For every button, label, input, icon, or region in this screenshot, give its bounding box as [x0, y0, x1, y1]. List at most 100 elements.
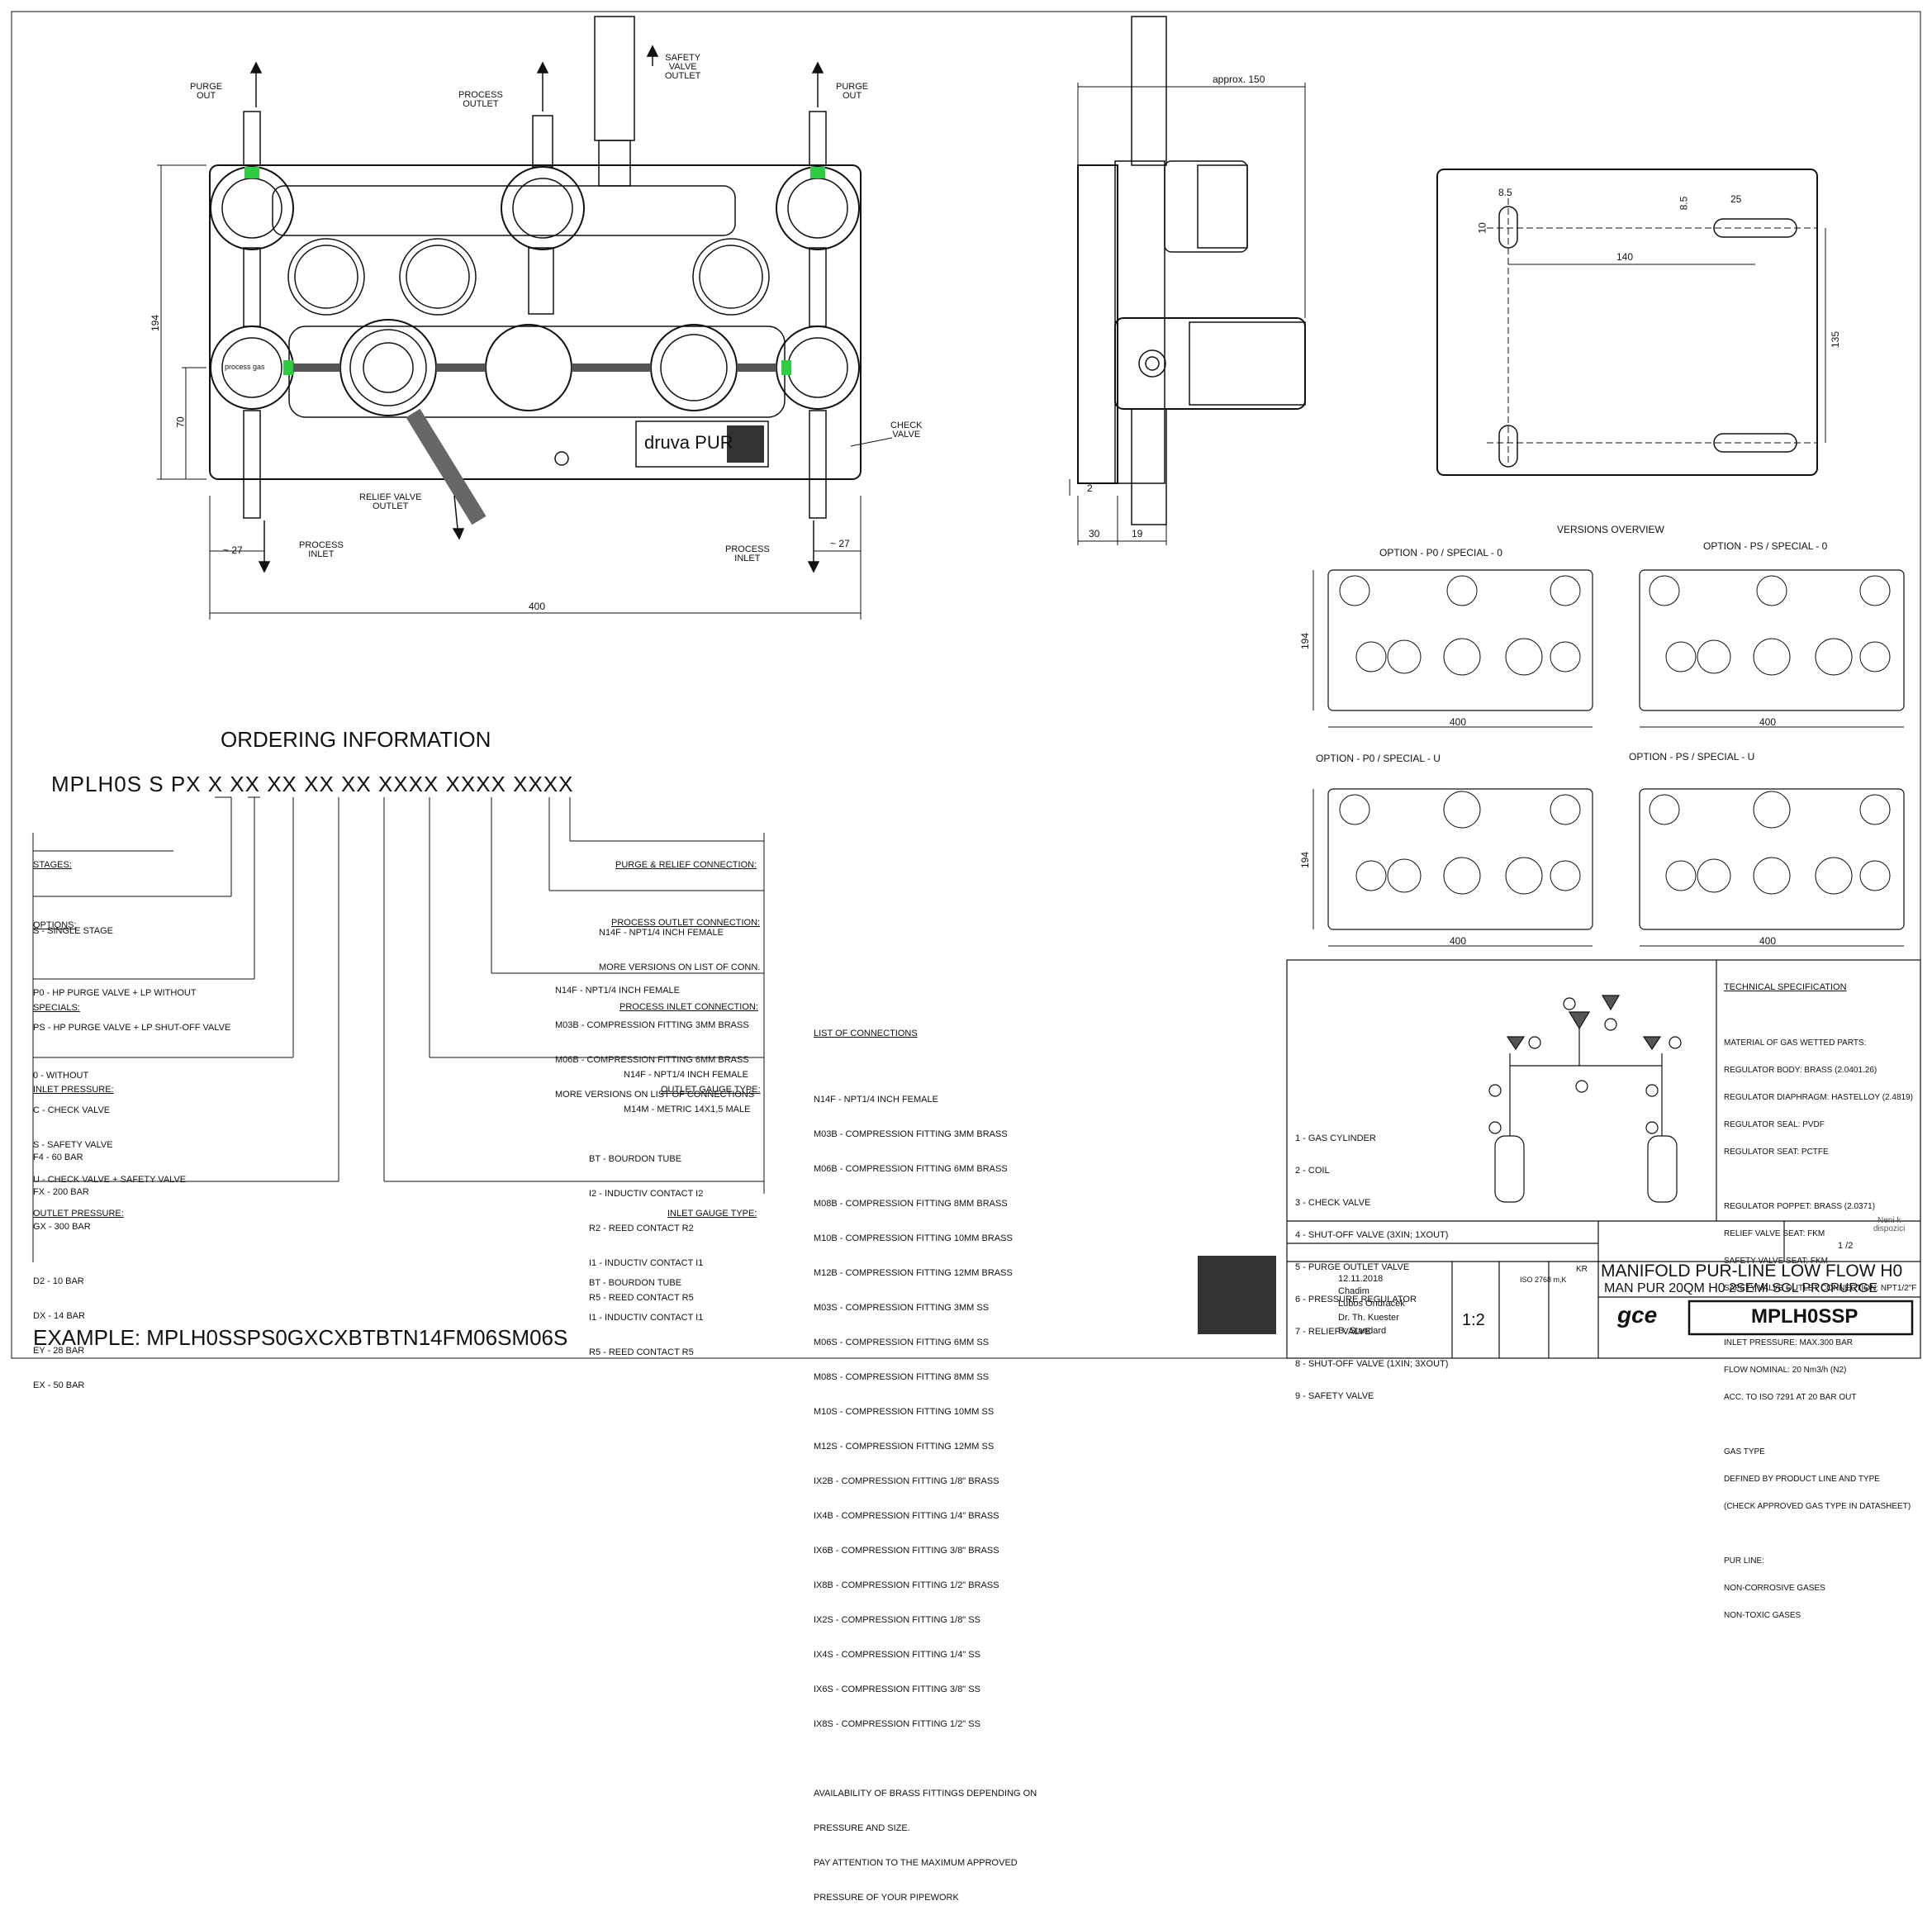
- stages-item: S - SINGLE STAGE: [33, 926, 113, 936]
- connection-item: IX8S - COMPRESSION FITTING 1/2" SS: [814, 1719, 980, 1729]
- tech-spec-line: (CHECK APPROVED GAS TYPE IN DATASHEET): [1724, 1502, 1911, 1511]
- tech-spec-line: ACC. TO ISO 7291 AT 20 BAR OUT: [1724, 1393, 1857, 1402]
- version-option-4: OPTION - PS / SPECIAL - U: [1629, 751, 1755, 763]
- tb-scale: 1:2: [1462, 1311, 1485, 1329]
- inlet-pressure-item: FX - 200 BAR: [33, 1187, 89, 1197]
- dim-25: 25: [1730, 193, 1742, 205]
- options-item: PS - HP PURGE VALVE + LP SHUT-OFF VALVE: [33, 1023, 231, 1033]
- outlet-gauge-item: I1 - INDUCTIV CONTACT I1: [589, 1258, 704, 1268]
- inlet-pressure-item: GX - 300 BAR: [33, 1222, 91, 1232]
- tech-spec-line: REGULATOR SEAT: PCTFE: [1724, 1148, 1829, 1157]
- process-inlet-item: N14F - NPT1/4 INCH FEMALE: [624, 1070, 748, 1080]
- outlet-gauge-block: OUTLET GAUGE TYPE: BT - BOURDON TUBE I2 …: [589, 1061, 761, 1315]
- inlet-pressure-item: F4 - 60 BAR: [33, 1152, 83, 1162]
- process-outlet-item: N14F - NPT1/4 INCH FEMALE: [555, 986, 680, 996]
- connection-item: M10B - COMPRESSION FITTING 10MM BRASS: [814, 1233, 1013, 1243]
- version-option-3: OPTION - P0 / SPECIAL - U: [1316, 753, 1441, 764]
- connection-item: IX4S - COMPRESSION FITTING 1/4" SS: [814, 1650, 980, 1660]
- process-outlet-item: M06B - COMPRESSION FITTING 6MM BRASS: [555, 1055, 749, 1065]
- qr-code-icon: [727, 425, 764, 463]
- flow-arrows: [249, 45, 824, 573]
- dim-height-194: 194: [150, 314, 162, 332]
- brand-plate-text: druva PUR: [644, 432, 733, 453]
- ordering-title: ORDERING INFORMATION: [221, 727, 491, 752]
- process-inlet-item: M14M - METRIC 14X1,5 MALE: [624, 1105, 751, 1114]
- tech-spec-header: TECHNICAL SPECIFICATION: [1724, 982, 1847, 992]
- pressure-gauges: [287, 238, 770, 316]
- part-number: MPLH0SSP: [1751, 1305, 1858, 1328]
- label-process-inlet-left: PROCESS INLET: [299, 540, 344, 559]
- connection-item: M08S - COMPRESSION FITTING 8MM SS: [814, 1372, 990, 1382]
- process-outlet-item: M03B - COMPRESSION FITTING 3MM BRASS: [555, 1020, 749, 1030]
- sheet-border: [11, 11, 1921, 1359]
- label-process-inlet-right: PROCESS INLET: [725, 544, 770, 563]
- dim-left-offset: ~ 27: [223, 544, 243, 556]
- connection-item: IX2B - COMPRESSION FITTING 1/8" BRASS: [814, 1476, 999, 1486]
- part-number-box: [1688, 1300, 1914, 1336]
- connection-item: IX6B - COMPRESSION FITTING 3/8" BRASS: [814, 1546, 999, 1556]
- options-item: P0 - HP PURGE VALVE + LP WITHOUT: [33, 988, 197, 998]
- tb-status: Neni k dispozici: [1873, 1216, 1906, 1233]
- process-inlet-header: PROCESS INLET CONNECTION:: [619, 1002, 758, 1012]
- filter-right: [650, 324, 738, 411]
- tech-spec-line: GAS TYPE: [1724, 1447, 1765, 1456]
- connection-note: PAY ATTENTION TO THE MAXIMUM APPROVED: [814, 1858, 1018, 1868]
- connection-item: M06S - COMPRESSION FITTING 6MM SS: [814, 1338, 990, 1347]
- dim-base-2: 2: [1087, 482, 1093, 494]
- specials-block: SPECIALS: 0 - WITHOUT C - CHECK VALVE S …: [33, 979, 186, 1197]
- dim-19: 19: [1132, 528, 1143, 539]
- label-relief-valve-outlet: RELIEF VALVE OUTLET: [359, 492, 422, 511]
- stages-header: STAGES:: [33, 860, 72, 870]
- version-option-1: OPTION - P0 / SPECIAL - 0: [1379, 547, 1502, 558]
- connection-item: IX8B - COMPRESSION FITTING 1/2" BRASS: [814, 1580, 999, 1590]
- drawing-subtitle: MAN PUR 20QM H0 2SEMI SGL PROPURGE: [1604, 1281, 1878, 1295]
- mounting-view: [1436, 169, 1826, 476]
- regulator-top-right: [776, 166, 860, 250]
- pneumatic-schematic: [1488, 995, 1682, 1203]
- version-1-width: 400: [1450, 716, 1467, 728]
- version-4-width: 400: [1759, 935, 1777, 947]
- legend-item: 9 - SAFETY VALVE: [1295, 1391, 1374, 1401]
- outlet-gauge-item: I2 - INDUCTIV CONTACT I2: [589, 1189, 704, 1199]
- connection-item: IX2S - COMPRESSION FITTING 1/8" SS: [814, 1615, 980, 1625]
- regulator-mid-right: [776, 326, 860, 410]
- legend-item: 8 - SHUT-OFF VALVE (1XIN; 3XOUT): [1295, 1359, 1449, 1369]
- legend-item: 3 - CHECK VALVE: [1295, 1198, 1371, 1208]
- dim-30: 30: [1089, 528, 1100, 539]
- label-safety-valve-outlet: SAFETY VALVE OUTLET: [665, 53, 701, 81]
- tb-sheet: 1 /2: [1838, 1241, 1854, 1251]
- versions-overview: [1313, 569, 1905, 947]
- drawing-title: MANIFOLD PUR-LINE LOW FLOW H0: [1601, 1262, 1903, 1281]
- mount-dimensions: [1508, 228, 1826, 443]
- tech-spec-line: FLOW NOMINAL: 20 Nm3/h (N2): [1724, 1366, 1847, 1375]
- outlet-pressure-item: D2 - 10 BAR: [33, 1276, 84, 1286]
- regulator-top-left: [210, 166, 294, 250]
- version-3-height: 194: [1299, 851, 1312, 869]
- legend-item: 5 - PURGE OUTLET VALVE: [1295, 1262, 1410, 1272]
- version-2-width: 400: [1759, 716, 1777, 728]
- tech-spec-line: REGULATOR BODY: BRASS (2.0401.26): [1724, 1066, 1877, 1075]
- regulator-top-center: [501, 166, 585, 250]
- stages-block: STAGES: S - SINGLE STAGE: [33, 836, 113, 948]
- outlet-gauge-item: R5 - REED CONTACT R5: [589, 1293, 694, 1303]
- ordering-leader-lines: [32, 796, 765, 1262]
- connections-block: LIST OF CONNECTIONS N14F - NPT1/4 INCH F…: [814, 1005, 1037, 1915]
- tb-standard: B: Standard: [1338, 1326, 1387, 1336]
- front-view: [157, 16, 893, 620]
- dim-approx-150: approx. 150: [1213, 74, 1265, 85]
- inlet-gauge-header: INLET GAUGE TYPE:: [667, 1209, 757, 1219]
- label-check-valve: CHECK VALVE: [890, 421, 923, 440]
- process-outlet-block: PROCESS OUTLET CONNECTION: N14F - NPT1/4…: [555, 894, 760, 1112]
- tb-approved: Dr. Th. Kuester: [1338, 1313, 1399, 1323]
- dim-8-5-b: 8.5: [1678, 196, 1690, 211]
- outlet-gauge-item: BT - BOURDON TUBE: [589, 1154, 682, 1164]
- tb-date: 12.11.2018: [1338, 1274, 1384, 1284]
- specials-item: U - CHECK VALVE + SAFETY VALVE: [33, 1175, 187, 1185]
- connection-item: M12B - COMPRESSION FITTING 12MM BRASS: [814, 1268, 1013, 1278]
- schematic-legend: 1 - GAS CYLINDER 2 - COIL 3 - CHECK VALV…: [1295, 1112, 1448, 1413]
- legend-item: 6 - PRESSURE REGULATOR: [1295, 1295, 1417, 1304]
- options-header: OPTIONS:: [33, 920, 77, 930]
- qr-code-icon: [1198, 1256, 1276, 1334]
- outlet-gauge-header: OUTLET GAUGE TYPE:: [661, 1085, 761, 1095]
- gce-logo: gce: [1617, 1302, 1658, 1328]
